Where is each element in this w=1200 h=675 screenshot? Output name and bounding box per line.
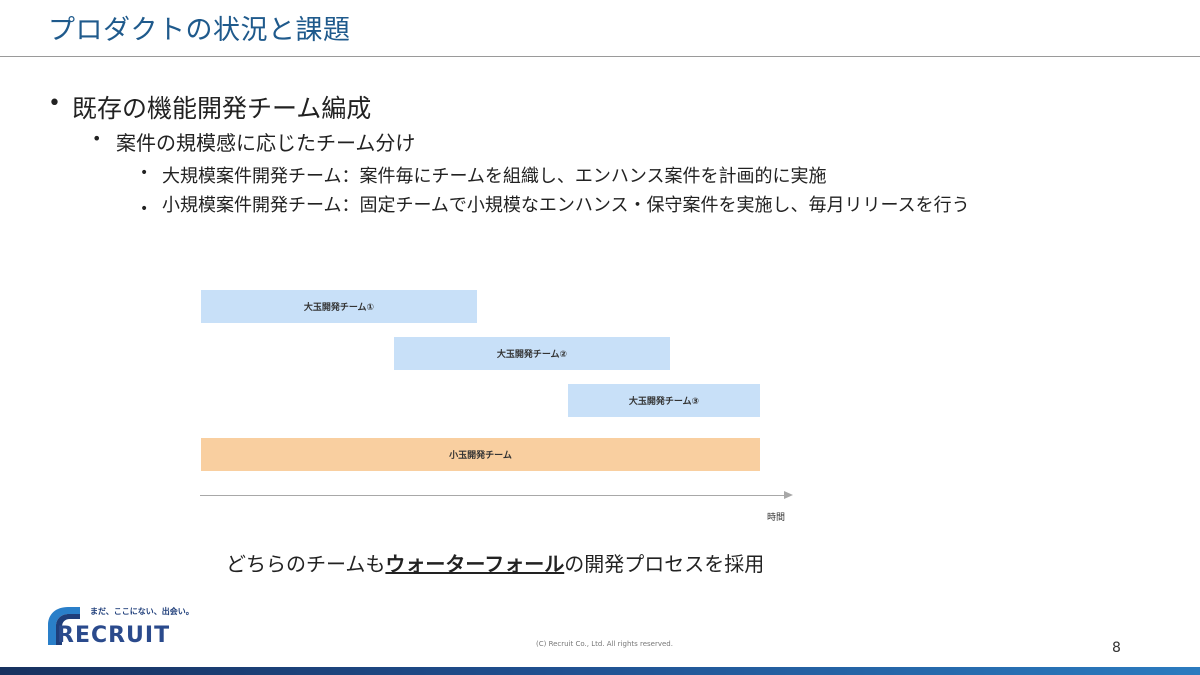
bullet-level1-text: 既存の機能開発チーム編成 — [72, 94, 372, 123]
process-summary: どちらのチームもウォーターフォールの開発プロセスを採用 — [226, 548, 764, 577]
timeline-bar-large-team-1: 大玉開発チーム① — [201, 290, 477, 323]
process-summary-emphasis: ウォーターフォール — [385, 552, 565, 576]
process-summary-prefix: どちらのチームも — [226, 552, 386, 576]
process-summary-suffix: の開発プロセスを採用 — [564, 552, 765, 576]
bullet-level1: • 既存の機能開発チーム編成 — [48, 89, 371, 125]
timeline-bar-large-team-2: 大玉開発チーム② — [394, 337, 670, 370]
page-number: 8 — [1112, 640, 1121, 656]
bullet-dot: • — [48, 91, 61, 116]
bullet-level3-small-team: • 小規模案件開発チーム：固定チームで小規模なエンハンス・保守案件を実施し、毎月… — [140, 194, 1140, 218]
footer-band — [0, 667, 1200, 675]
copyright-notice: (C) Recruit Co., Ltd. All rights reserve… — [536, 640, 673, 648]
slide-title: プロダクトの状況と課題 — [48, 15, 351, 46]
bullet-dot: • — [140, 165, 149, 181]
bullet-level3-text: 大規模案件開発チーム：案件毎にチームを組織し、エンハンス案件を計画的に実施 — [162, 166, 827, 187]
time-axis-line — [200, 495, 786, 496]
recruit-logo-mark-icon — [48, 607, 80, 645]
logo-wordmark: RECRUIT — [57, 623, 171, 648]
logo-tagline: まだ、ここにない、出会い。 — [90, 607, 194, 616]
bullet-level3-text: 小規模案件開発チーム：固定チームで小規模なエンハンス・保守案件を実施し、毎月リリ… — [162, 195, 970, 216]
timeline-bar-large-team-3: 大玉開発チーム③ — [568, 384, 760, 417]
recruit-logo: まだ、ここにない、出会い。 RECRUIT — [42, 603, 212, 653]
bullet-level3-large-team: • 大規模案件開発チーム：案件毎にチームを組織し、エンハンス案件を計画的に実施 — [140, 162, 827, 188]
time-axis-label: 時間 — [767, 513, 786, 523]
time-axis-arrowhead-icon — [784, 491, 793, 499]
bullet-level2: • 案件の規模感に応じたチーム分け — [92, 127, 415, 156]
bullet-level2-text: 案件の規模感に応じたチーム分け — [116, 131, 416, 155]
title-divider — [0, 56, 1200, 57]
bullet-dot: • — [140, 201, 149, 217]
timeline-bar-small-team: 小玉開発チーム — [201, 438, 760, 471]
bullet-dot: • — [92, 129, 102, 148]
